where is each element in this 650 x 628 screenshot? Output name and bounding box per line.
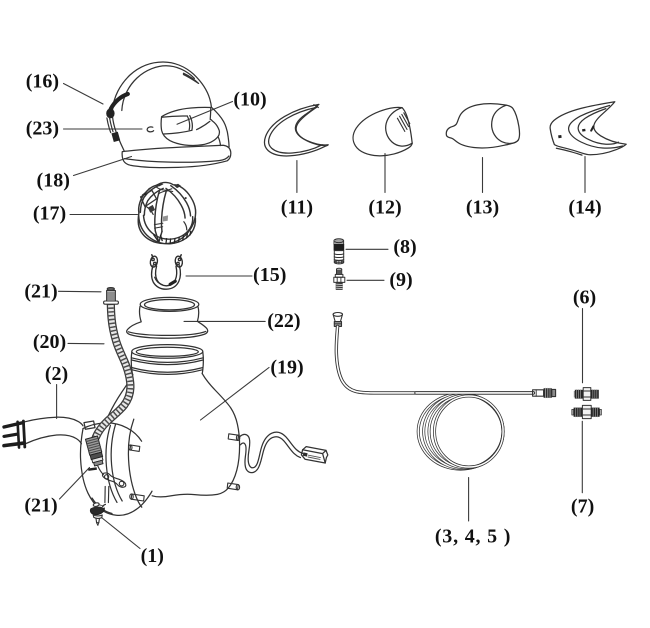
svg-text:(14): (14) bbox=[568, 197, 601, 219]
svg-text:(3, 4, 5 ): (3, 4, 5 ) bbox=[435, 526, 511, 548]
svg-text:(21): (21) bbox=[24, 495, 57, 517]
svg-text:(12): (12) bbox=[368, 197, 401, 219]
svg-text:(20): (20) bbox=[33, 331, 66, 353]
svg-text:(13): (13) bbox=[466, 197, 499, 219]
svg-text:(16): (16) bbox=[26, 71, 59, 93]
svg-text:(9): (9) bbox=[389, 269, 412, 291]
svg-text:(23): (23) bbox=[26, 118, 59, 140]
svg-text:(2): (2) bbox=[45, 363, 68, 385]
svg-text:(7): (7) bbox=[571, 496, 594, 518]
svg-text:(21): (21) bbox=[24, 280, 57, 302]
svg-text:(17): (17) bbox=[33, 203, 66, 225]
svg-text:(11): (11) bbox=[281, 197, 313, 219]
svg-text:(1): (1) bbox=[141, 545, 164, 567]
svg-text:(18): (18) bbox=[37, 169, 70, 191]
svg-text:(19): (19) bbox=[270, 357, 303, 379]
svg-text:(10): (10) bbox=[233, 88, 266, 110]
svg-text:(8): (8) bbox=[393, 236, 416, 258]
svg-text:(6): (6) bbox=[573, 287, 596, 309]
svg-text:(15): (15) bbox=[253, 264, 286, 286]
svg-text:(22): (22) bbox=[267, 310, 300, 332]
